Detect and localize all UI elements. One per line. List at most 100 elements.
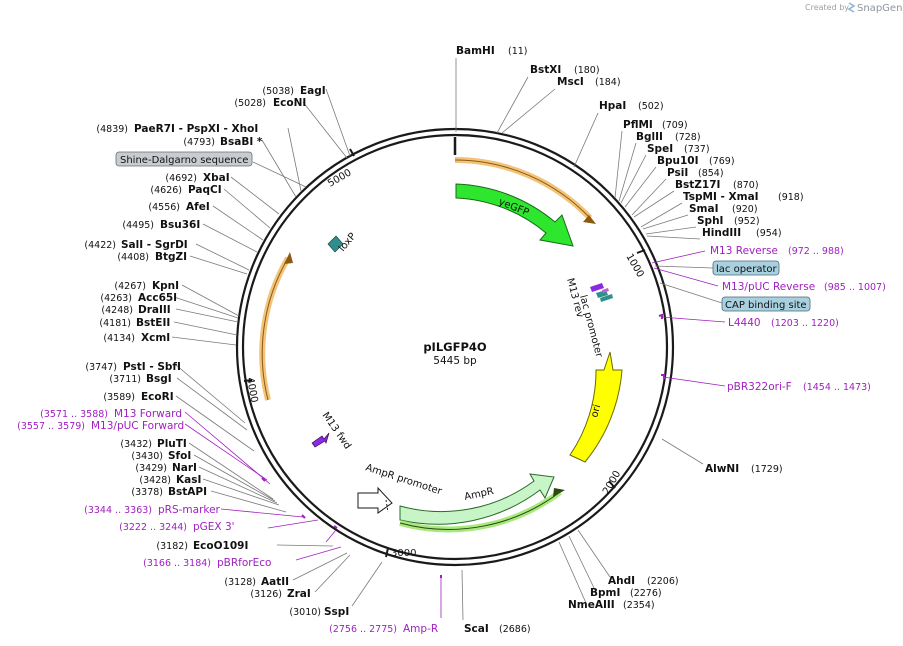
site-bpu10i[interactable]: Bpu10I(769) <box>657 155 735 167</box>
primer-leader-lines <box>184 250 726 618</box>
svg-text:(11): (11) <box>508 46 528 57</box>
site-sphi[interactable]: SphI(952) <box>697 215 760 227</box>
site-bstxi[interactable]: BstXI(180) <box>530 64 600 76</box>
svg-text:BamHI: BamHI <box>456 45 495 57</box>
svg-text:EcoNI: EcoNI <box>273 97 306 109</box>
site-bglii[interactable]: BglII(728) <box>636 131 701 143</box>
svg-text:M13 Reverse: M13 Reverse <box>710 245 778 257</box>
m13-fwd-arrow[interactable] <box>311 432 330 448</box>
svg-text:Acc65I: Acc65I <box>138 292 177 304</box>
site-sali-sgrdi[interactable]: (4422)SalI - SgrDI <box>84 239 187 251</box>
site-acc65i[interactable]: (4263)Acc65I <box>100 292 177 304</box>
primer-pbr322ori-f[interactable]: pBR322ori-F(1454 .. 1473) <box>727 381 871 393</box>
shine-dalgarno-box[interactable]: Shine-Dalgarno sequence <box>115 151 253 167</box>
primer-m13-puc-forward[interactable]: (3557 .. 3579)M13/pUC Forward <box>17 420 184 432</box>
site-sspi[interactable]: (3010)SspI <box>289 606 349 618</box>
svg-text:(1729): (1729) <box>751 464 783 475</box>
site-spei[interactable]: SpeI(737) <box>647 143 710 155</box>
svg-text:AatII: AatII <box>261 576 289 588</box>
site-alwni[interactable]: AlwNI(1729) <box>705 463 783 475</box>
site-pflmi[interactable]: PflMI(709) <box>623 119 688 131</box>
primer-m13-forward[interactable]: (3571 .. 3588)M13 Forward <box>40 408 182 420</box>
yegfp-arrow[interactable] <box>455 183 574 247</box>
svg-text:SspI: SspI <box>324 606 349 618</box>
svg-text:HindIII: HindIII <box>702 227 741 239</box>
ampr-arrow[interactable] <box>399 473 555 525</box>
primer-l4440[interactable]: L4440(1203 .. 1220) <box>728 317 839 329</box>
tick-label-5000: 5000 <box>326 167 354 189</box>
svg-text:BstXI: BstXI <box>530 64 561 76</box>
primer-pgex3[interactable]: (3222 .. 3244)pGEX 3' <box>119 521 234 533</box>
site-btgzi[interactable]: (4408)BtgZI <box>117 251 187 263</box>
svg-text:pGEX 3': pGEX 3' <box>193 521 235 533</box>
site-kasi[interactable]: (3428)KasI <box>139 474 201 486</box>
site-afei[interactable]: (4556)AfeI <box>148 201 209 213</box>
cap-binding-site-box[interactable]: CAP binding site <box>721 296 811 312</box>
site-labels-left: (3010)SspI (3126)ZraI (3128)AatII (3182)… <box>84 85 349 618</box>
svg-text:SmaI: SmaI <box>689 203 719 215</box>
left-orf-arc <box>259 256 291 401</box>
site-bsgi[interactable]: (3711)BsgI <box>109 373 171 385</box>
site-bstapi[interactable]: (3378)BstAPI <box>131 486 207 498</box>
primer-pbrforeco[interactable]: (3166 .. 3184)pBRforEco <box>143 557 271 569</box>
site-ecori[interactable]: (3589)EcoRI <box>103 391 173 403</box>
svg-text:CAP binding site: CAP binding site <box>725 300 807 311</box>
svg-text:(4134): (4134) <box>103 333 135 344</box>
site-scai[interactable]: ScaI(2686) <box>464 623 531 635</box>
primer-m13-puc-reverse[interactable]: M13/pUC Reverse(985 .. 1007) <box>722 281 886 293</box>
svg-text:PstI - SbfI: PstI - SbfI <box>123 361 181 373</box>
svg-text:pBR322ori-F: pBR322ori-F <box>727 381 792 393</box>
site-tspmi-xmai[interactable]: TspMI - XmaI(918) <box>683 191 804 203</box>
primer-m13-reverse[interactable]: M13 Reverse(972 .. 988) <box>710 245 844 257</box>
site-hpai[interactable]: HpaI(502) <box>599 100 664 112</box>
ampr-promoter-arrow[interactable] <box>357 486 393 514</box>
lac-promoter-marks <box>590 283 613 302</box>
site-ecoo109i[interactable]: (3182)EcoO109I <box>156 540 248 552</box>
site-sfoi[interactable]: (3430)SfoI <box>131 450 191 462</box>
site-paqci[interactable]: (4626)PaqCI <box>150 184 221 196</box>
site-xbai[interactable]: (4692)XbaI <box>165 172 229 184</box>
svg-text:Shine-Dalgarno sequence: Shine-Dalgarno sequence <box>120 155 248 166</box>
svg-text:PaeR7I - PspXI - XhoI: PaeR7I - PspXI - XhoI <box>134 123 258 135</box>
site-pluti[interactable]: (3432)PluTI <box>120 438 186 450</box>
site-bamhi[interactable]: BamHI (11) <box>456 45 528 57</box>
site-paer7i-pspxi-xhoi[interactable]: (4839) PaeR7I - PspXI - XhoI <box>96 123 258 135</box>
site-econi[interactable]: (5028) EcoNI <box>234 97 306 109</box>
created-by-text: Created by <box>805 3 849 12</box>
loxp-arrow[interactable] <box>327 235 344 253</box>
site-psti-sbfi[interactable]: (3747)PstI - SbfI <box>85 361 181 373</box>
svg-text:(870): (870) <box>733 180 759 191</box>
site-aatii[interactable]: (3128)AatII <box>224 576 289 588</box>
plasmid-length: 5445 bp <box>433 355 477 367</box>
svg-text:(5028): (5028) <box>234 98 266 109</box>
svg-text:(502): (502) <box>638 101 664 112</box>
site-nari[interactable]: (3429)NarI <box>135 462 197 474</box>
site-smai[interactable]: SmaI(920) <box>689 203 758 215</box>
svg-text:(4839): (4839) <box>96 124 128 135</box>
lac-operator-box[interactable]: lac operator <box>712 260 780 276</box>
site-ahdi[interactable]: AhdI(2206) <box>608 575 679 587</box>
site-zrai[interactable]: (3126)ZraI <box>250 588 310 600</box>
ori-arrow[interactable] <box>569 351 623 463</box>
site-bpmi[interactable]: BpmI(2276) <box>590 587 662 599</box>
site-xcmi[interactable]: (4134)XcmI <box>103 332 170 344</box>
primer-amp-r[interactable]: (2756 .. 2775)Amp-R <box>329 623 438 635</box>
site-bsteii[interactable]: (4181)BstEII <box>99 317 170 329</box>
yegfp-orf-arrowhead <box>583 215 596 224</box>
site-kpni[interactable]: (4267)KpnI <box>114 280 179 292</box>
site-labels: BamHI (11) BstXI(180) MscI(184) HpaI(502)… <box>456 45 804 635</box>
site-psii[interactable]: PsiI(854) <box>667 167 724 179</box>
site-draiii[interactable]: (4248)DraIII <box>101 304 170 316</box>
site-hindiii[interactable]: HindIII(954) <box>702 227 782 239</box>
site-bstz17i[interactable]: BstZ17I(870) <box>675 179 759 191</box>
site-nmeaiii[interactable]: NmeAIII(2354) <box>568 599 655 611</box>
primer-prs-marker[interactable]: (3344 .. 3363)pRS-marker <box>84 504 220 516</box>
site-bsabi[interactable]: (4793)BsaBI * <box>183 136 262 148</box>
site-eagi[interactable]: (5038)EagI <box>262 85 325 97</box>
svg-text:(4181): (4181) <box>99 318 131 329</box>
svg-text:(3166 .. 3184): (3166 .. 3184) <box>143 558 211 569</box>
site-msci[interactable]: MscI(184) <box>557 76 621 88</box>
svg-text:(3432): (3432) <box>120 439 152 450</box>
site-bsu36i[interactable]: (4495)Bsu36I <box>122 219 200 231</box>
svg-text:(3430): (3430) <box>131 451 163 462</box>
